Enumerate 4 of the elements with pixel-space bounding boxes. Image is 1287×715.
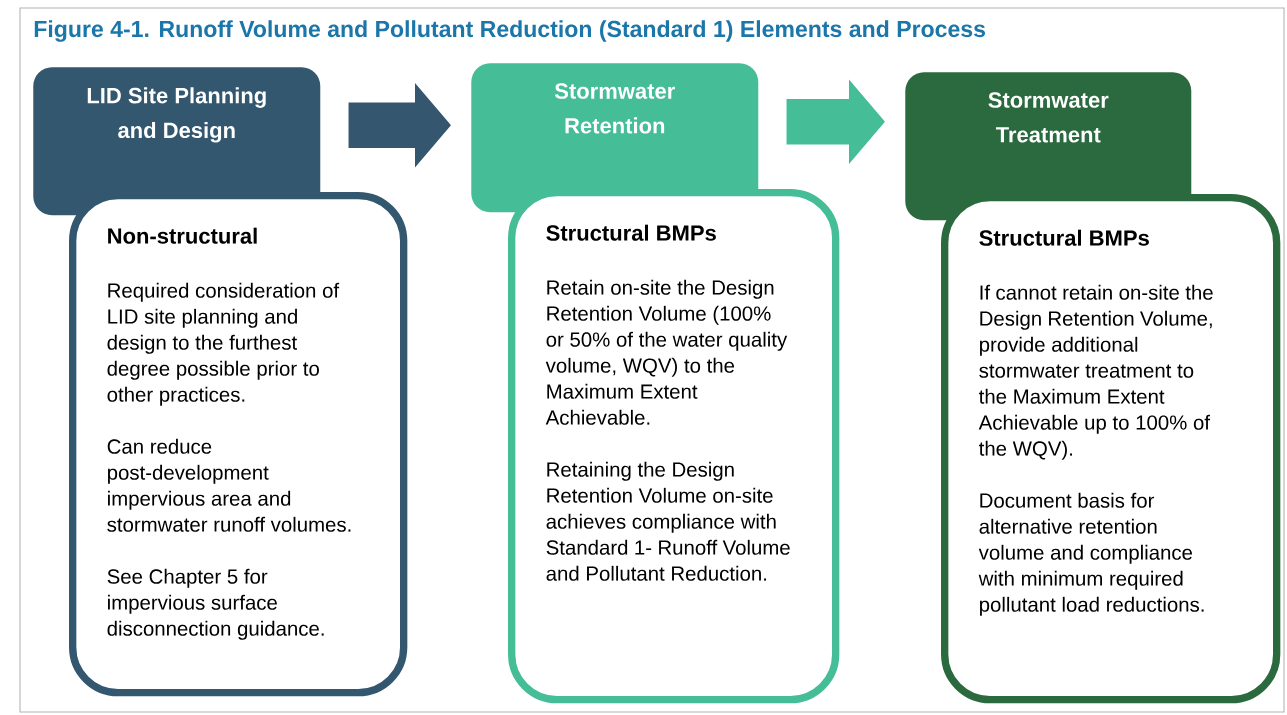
text-card: Non-structural Required consideration of LID site planning and design to the furthest degree possible prior to other practices. Can reduce post-development impervious area and stormwater runoff volumes. See Chapter 5 for impervious surface disconnection guidance. bbox=[69, 192, 408, 697]
figure-title: Figure 4-1. Runoff Volume and Pollutant Reduction (Standard 1) Elements and Process bbox=[34, 20, 985, 42]
text-card: Structural BMPs Retain on-site the Design Retention Volume (100% or 50% of the water quality volume, WQV) to the Maximum Extent Achievable. Retaining the Design Retention Volume on-site achieves compliance with Standard 1- Runoff Volume and Pollutant Reduction. bbox=[508, 189, 840, 704]
text-card: Structural BMPs If cannot retain on-site the Design Retention Volume, provide additional stormwater treatment to the Maximum Extent Achievable up to 100% of the WQV). Document basis for alternative retention volume and compliance with minimum required pollutant load reductions. bbox=[941, 194, 1281, 704]
